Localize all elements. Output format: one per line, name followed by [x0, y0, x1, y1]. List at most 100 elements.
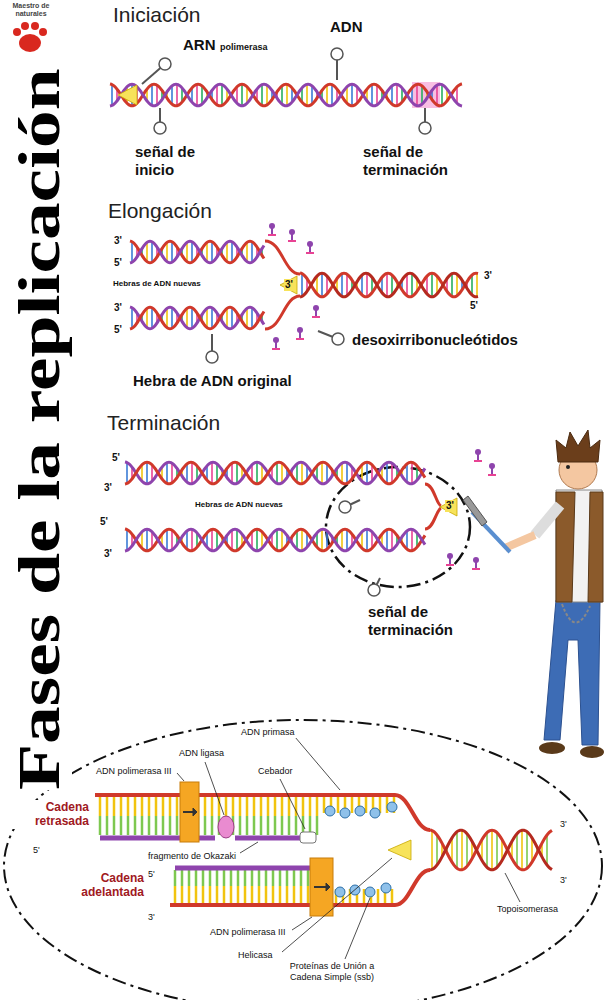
base-pair	[436, 85, 438, 105]
base-pair	[366, 462, 368, 484]
base-pair	[231, 308, 233, 329]
base	[237, 870, 240, 886]
shirt	[556, 490, 602, 602]
base-pair	[146, 242, 148, 262]
arm	[505, 535, 535, 548]
base	[244, 870, 247, 886]
vest	[588, 492, 603, 602]
base	[148, 816, 151, 835]
base	[174, 870, 177, 886]
strand-end: 3'	[445, 500, 455, 512]
base-pair	[411, 273, 413, 296]
base-pair	[226, 242, 228, 262]
nucleotide-base	[296, 338, 304, 340]
base	[244, 886, 247, 903]
strand-end: 5'	[112, 452, 120, 464]
helicase	[388, 840, 411, 860]
dna-strand	[125, 462, 425, 484]
dna-strand	[125, 462, 425, 484]
nucleotide-base	[306, 252, 314, 254]
part-name: Cebador	[258, 766, 293, 777]
base	[202, 870, 205, 886]
nucleotide-base	[268, 234, 276, 236]
leader-line	[345, 898, 370, 959]
base	[155, 797, 158, 816]
zoom-outline	[4, 720, 602, 1000]
base	[274, 797, 277, 816]
strand-end: 5'	[100, 516, 108, 528]
part-name: fragmento de Okazaki	[148, 851, 236, 862]
base	[232, 797, 235, 816]
base-pair	[196, 84, 198, 106]
dna-strand	[110, 84, 462, 106]
base	[258, 886, 261, 903]
direction-arrow	[326, 883, 330, 891]
base	[253, 816, 256, 835]
base	[195, 886, 198, 903]
base	[274, 816, 277, 835]
base-pair	[391, 275, 393, 295]
base	[272, 870, 275, 886]
base-pair	[366, 273, 368, 297]
base	[99, 816, 102, 835]
daughter-helix	[130, 307, 264, 329]
base	[106, 797, 109, 816]
base-pair	[406, 274, 408, 296]
leader-line	[280, 779, 305, 829]
nucleotide-phosphate	[473, 557, 479, 563]
part-name: Hebras de ADN nuevas	[195, 500, 283, 510]
strand-end: 3'	[484, 270, 492, 282]
base	[120, 816, 123, 835]
fork-strand	[425, 484, 441, 506]
daughter-helix	[125, 529, 425, 551]
dna-strand	[125, 529, 425, 551]
base	[230, 886, 233, 903]
pointer-hand	[332, 333, 344, 345]
base-pair	[111, 84, 113, 105]
strand-end: 3'	[560, 819, 567, 830]
base	[127, 797, 130, 816]
pointer-hand	[339, 501, 351, 513]
base	[337, 797, 340, 813]
rna-polymerase	[118, 85, 137, 105]
nucleotide-phosphate	[313, 305, 319, 311]
base-pair	[231, 463, 233, 483]
watermark: Maestro de naturales	[2, 2, 60, 19]
okazaki-fragment	[235, 836, 300, 841]
base	[188, 870, 191, 886]
nucleotide-phosphate	[447, 553, 453, 559]
part-name: ADN polimerasa III	[210, 927, 286, 938]
base	[211, 797, 214, 816]
part-name: Helicasa	[238, 950, 273, 961]
base-pair	[386, 529, 388, 550]
base	[99, 797, 102, 816]
base	[134, 797, 137, 816]
base-pair	[191, 529, 193, 551]
shoe	[539, 742, 565, 754]
dna-strand	[110, 84, 462, 106]
base-pair	[171, 530, 173, 550]
dna-strand	[130, 307, 264, 329]
base-pair	[191, 462, 193, 484]
base-pair	[456, 274, 458, 296]
base-pair	[416, 84, 418, 106]
base-pair	[521, 830, 523, 870]
strand-end: 5'	[114, 257, 122, 269]
leader-line	[292, 917, 312, 930]
base	[202, 886, 205, 903]
base	[302, 797, 305, 816]
nucleotide-phosphate	[307, 241, 313, 247]
base	[300, 870, 303, 886]
strand-end: 5'	[148, 869, 155, 880]
base	[209, 886, 212, 903]
base-pair	[151, 242, 153, 263]
ssb-protein	[325, 806, 335, 816]
base-pair	[251, 308, 253, 329]
part-name: ADN polimerasa III	[95, 766, 173, 777]
base-pair	[186, 308, 188, 328]
base	[251, 886, 254, 903]
nucleotide-base	[472, 568, 480, 570]
pointer-hand	[331, 48, 343, 60]
base	[246, 816, 249, 835]
